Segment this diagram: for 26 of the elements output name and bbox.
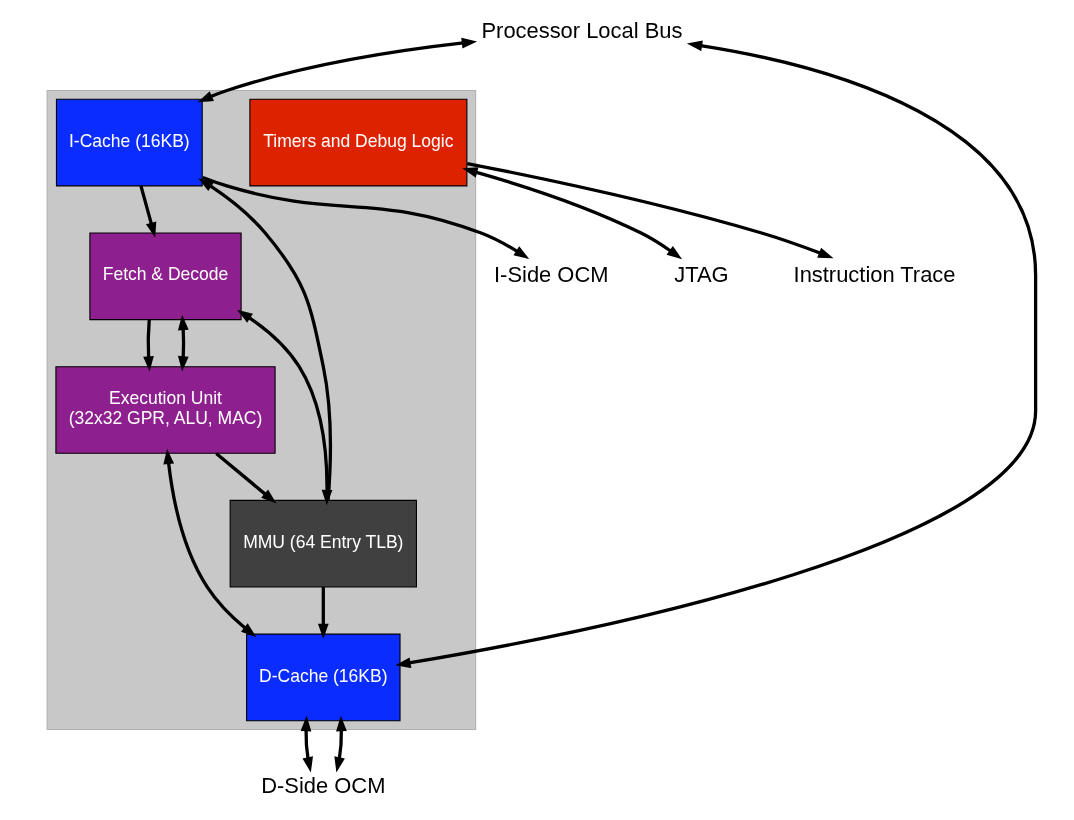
node-box: Fetch & Decode (89, 232, 242, 321)
arrow (300, 715, 313, 773)
node-text: I-Side OCM (494, 261, 609, 287)
node-text: JTAG (674, 261, 729, 287)
node-box: I-Cache (16KB) (55, 98, 203, 187)
arrow (395, 40, 1038, 669)
arrow (198, 178, 332, 501)
arrow (215, 452, 277, 504)
arrow (462, 167, 683, 260)
arrow (237, 309, 333, 506)
node-box: D-Cache (16KB) (246, 633, 401, 722)
arrow (334, 715, 347, 773)
arrow (143, 319, 154, 372)
arrow (317, 587, 329, 639)
node-box: Execution Unit (32x32 GPR, ALU, MAC) (55, 366, 276, 454)
arrow (197, 37, 478, 103)
node-box: MMU (64 Entry TLB) (229, 499, 417, 588)
node-box: Timers and Debug Logic (249, 98, 468, 187)
arrow (177, 314, 189, 372)
node-text: D-Side OCM (261, 773, 386, 798)
arrow (139, 185, 157, 238)
node-text: Instruction Trace (793, 261, 956, 287)
arrow (202, 175, 530, 260)
node-text: Processor Local Bus (481, 17, 683, 43)
arrow (466, 161, 834, 259)
arrow (163, 448, 257, 638)
